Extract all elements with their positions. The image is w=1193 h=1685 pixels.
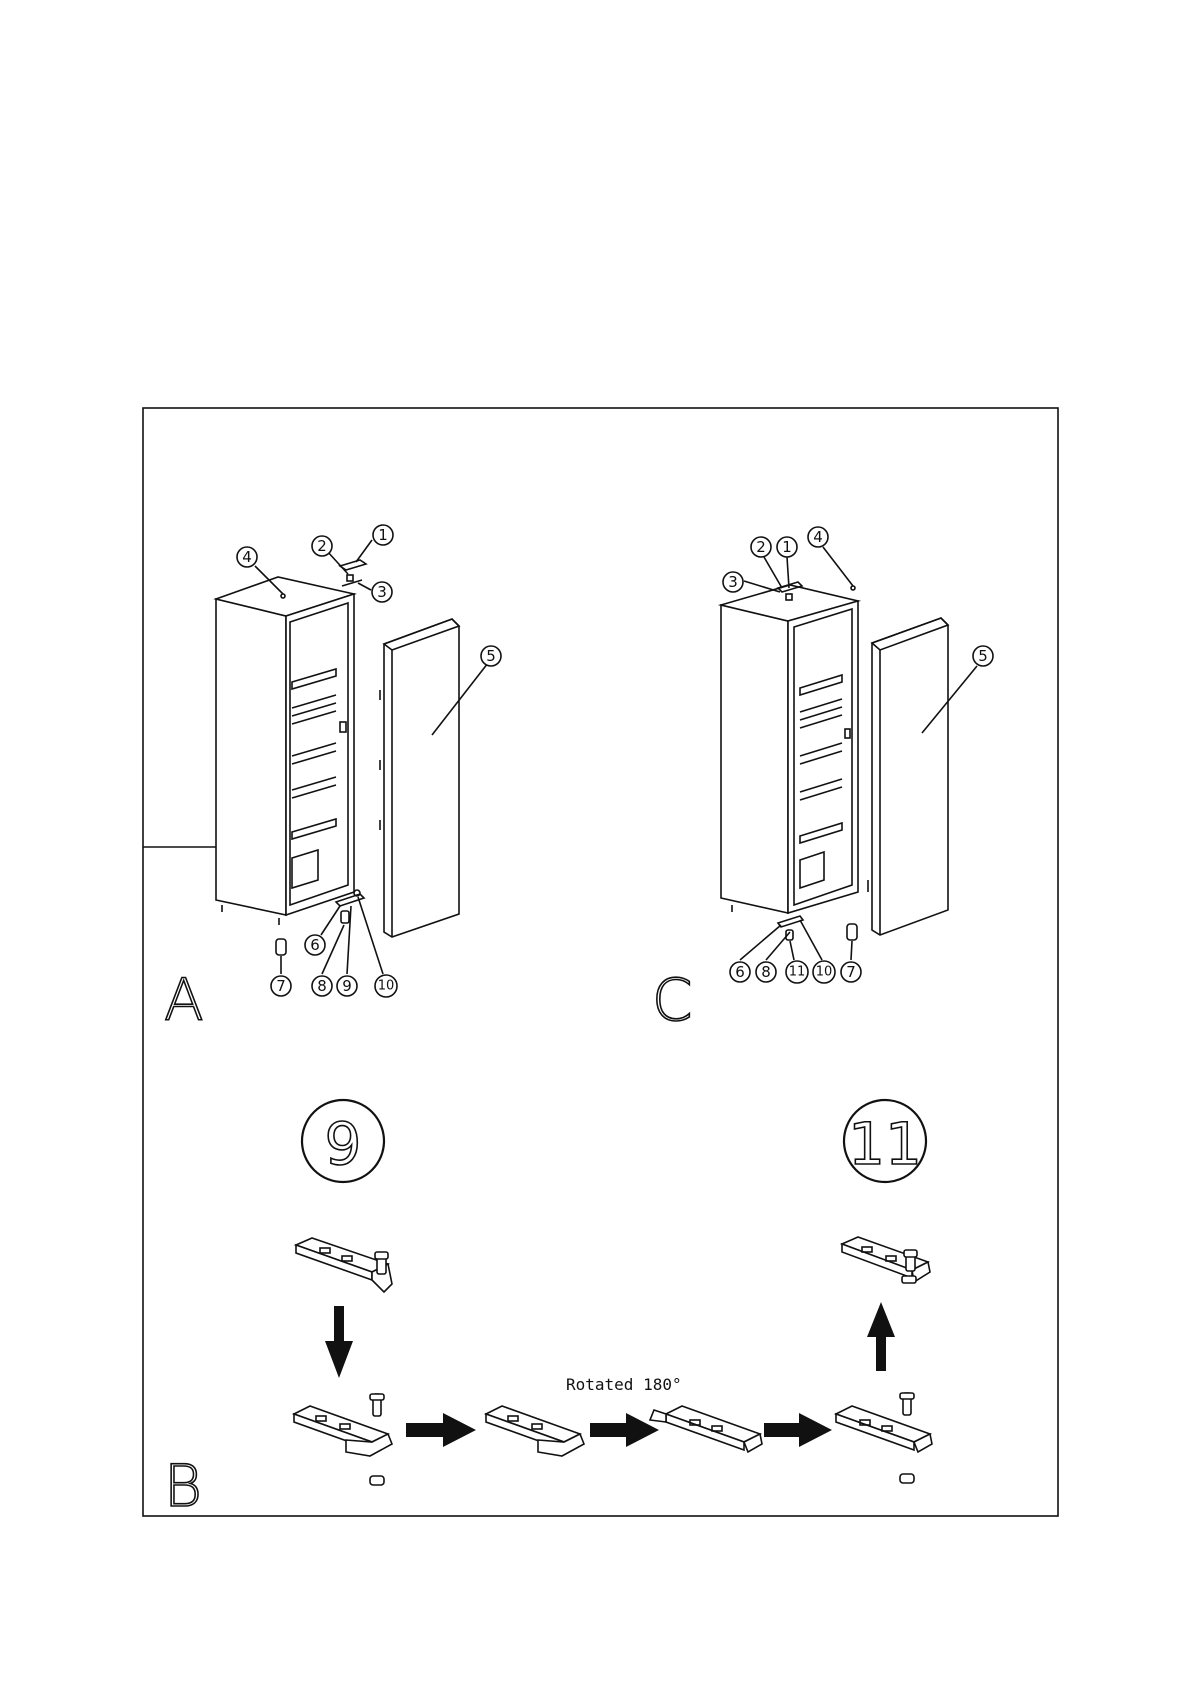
- hinge-plate-reassembled: [836, 1393, 932, 1483]
- arrow-right-2: [590, 1413, 659, 1447]
- callout-3-c: 3: [723, 572, 743, 592]
- svg-text:8: 8: [761, 963, 771, 981]
- svg-text:3: 3: [377, 583, 387, 601]
- svg-text:10: 10: [378, 979, 395, 994]
- callout-1-c: 1: [777, 537, 797, 557]
- hinge-ref-9: 9: [302, 1100, 384, 1182]
- svg-text:5: 5: [978, 647, 988, 665]
- arrow-up: [867, 1302, 895, 1371]
- callout-5-a: 5: [481, 646, 501, 666]
- svg-text:8: 8: [317, 977, 327, 995]
- panel-a: 1 2 3 4 5 6 7 8 9 10 A: [164, 525, 501, 1034]
- svg-text:7: 7: [846, 963, 856, 981]
- callout-9-a: 9: [337, 976, 357, 996]
- arrow-down: [325, 1306, 353, 1378]
- callout-8-c: 8: [756, 962, 776, 982]
- svg-text:2: 2: [756, 538, 766, 556]
- svg-text:11: 11: [848, 1110, 922, 1178]
- callout-2-a: 2: [312, 536, 332, 556]
- callout-3-a: 3: [372, 582, 392, 602]
- svg-text:4: 4: [242, 548, 252, 566]
- svg-text:3: 3: [728, 573, 738, 591]
- svg-text:11: 11: [789, 965, 806, 980]
- svg-text:1: 1: [782, 538, 792, 556]
- callout-7-a: 7: [271, 976, 291, 996]
- svg-text:5: 5: [486, 647, 496, 665]
- fridge-door-a: [380, 619, 459, 937]
- rotation-caption: Rotated 180°: [566, 1375, 682, 1394]
- callout-5-c: 5: [973, 646, 993, 666]
- callout-7-c: 7: [841, 962, 861, 982]
- svg-text:9: 9: [325, 1110, 362, 1178]
- panel-label-a: A: [164, 966, 204, 1034]
- hinge-plate-disassembled: [294, 1394, 392, 1485]
- hinge-ref-11: 11: [844, 1100, 926, 1182]
- callout-8-a: 8: [312, 976, 332, 996]
- callout-1-a: 1: [373, 525, 393, 545]
- callout-10-c: 10: [813, 961, 835, 983]
- svg-text:2: 2: [317, 537, 327, 555]
- callout-4-a: 4: [237, 547, 257, 567]
- svg-text:9: 9: [342, 977, 352, 995]
- bottom-hinge-parts-c: [778, 916, 857, 940]
- fridge-door-c: [868, 618, 948, 935]
- panel-label-c: C: [652, 966, 693, 1034]
- callout-4-c: 4: [808, 527, 828, 547]
- arrow-right-1: [406, 1413, 476, 1447]
- svg-text:7: 7: [276, 977, 286, 995]
- hinge-plate-rotated: [650, 1406, 762, 1452]
- svg-text:4: 4: [813, 528, 823, 546]
- callout-6-a: 6: [305, 935, 325, 955]
- panel-c: 1 2 3 4 5 6 7 8 11 10 C: [652, 527, 993, 1034]
- callout-11-c: 11: [786, 961, 808, 983]
- callout-6-c: 6: [730, 962, 750, 982]
- svg-text:6: 6: [310, 936, 320, 954]
- fridge-cabinet-a: [216, 577, 354, 925]
- svg-text:10: 10: [816, 965, 833, 980]
- panel-label-b: B: [164, 1452, 202, 1520]
- fridge-cabinet-c: [721, 585, 858, 913]
- hinge-plate-alone: [486, 1406, 584, 1456]
- svg-text:6: 6: [735, 963, 745, 981]
- panel-b: 9 11: [164, 1100, 932, 1520]
- arrow-right-3: [764, 1413, 832, 1447]
- svg-text:1: 1: [378, 526, 388, 544]
- callout-10-a: 10: [375, 975, 397, 997]
- callout-2-c: 2: [751, 537, 771, 557]
- hinge-plate-original: [296, 1238, 392, 1292]
- hinge-plate-final: [842, 1237, 930, 1283]
